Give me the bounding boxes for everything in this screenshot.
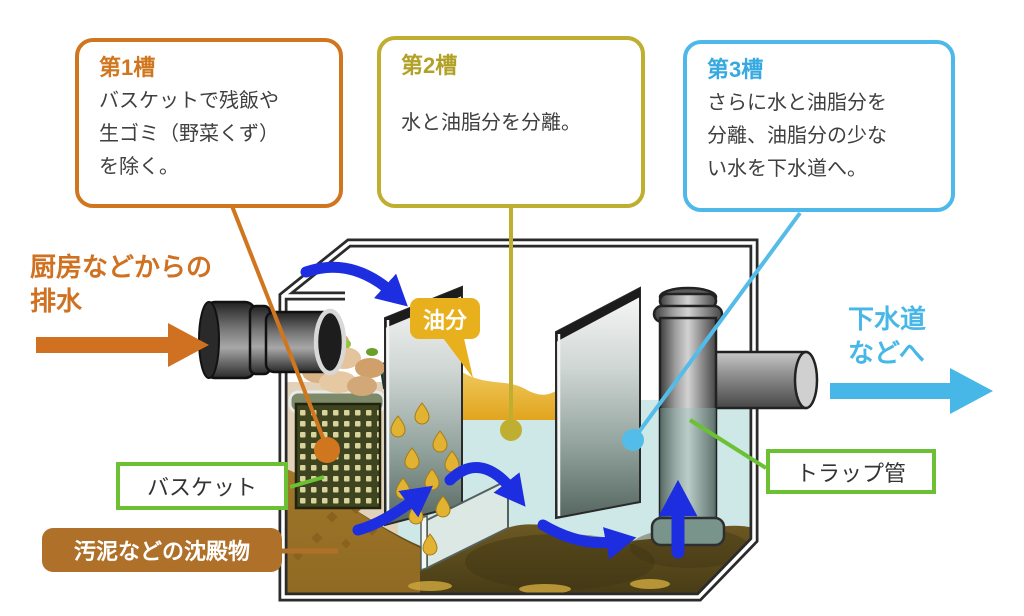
callout-chamber2-title: 第2槽 — [401, 53, 458, 78]
callout-chamber3-body: さらに水と油脂分を 分離、油脂分の少な い水を下水道へ。 — [707, 91, 887, 180]
callout-chamber2-body: 水と油脂分を分離。 — [401, 111, 581, 134]
outlet-arrow-icon — [830, 368, 993, 414]
inlet-pipe — [198, 300, 347, 380]
outlet-label: 下水道 などへ — [848, 304, 927, 368]
flow-arrow-inlet — [300, 261, 408, 307]
outlet-pipe-end — [793, 350, 819, 410]
basket-label: バスケット — [116, 462, 288, 510]
sludge-glints — [408, 579, 670, 594]
basket-mesh — [294, 402, 382, 510]
basket-connector — [289, 475, 325, 489]
callout-chamber1-body: バスケットで残飯や 生ゴミ（野菜くず） を除く。 — [99, 89, 279, 178]
callout-chamber3: 第3槽 さらに水と油脂分を 分離、油脂分の少な い水を下水道へ。 — [683, 40, 955, 212]
tank-frame — [278, 238, 759, 602]
inlet-arrow-icon — [36, 323, 209, 367]
flow-arrow-over-baffle — [444, 462, 526, 507]
outlet-pipe — [704, 350, 808, 410]
callout-chamber1-title: 第1槽 — [99, 55, 156, 80]
callout-chamber3-title: 第3槽 — [707, 57, 764, 82]
oil-badge: 油分 — [410, 298, 480, 339]
chamber2-pointer-dot — [500, 419, 522, 441]
sludge-dark-patch — [465, 534, 655, 590]
chamber3-pointer-dot — [622, 429, 644, 451]
baffle-2 — [555, 286, 641, 520]
callout-connectors — [230, 205, 802, 554]
callout-chamber1: 第1槽 バスケットで残飯や 生ゴミ（野菜くず） を除く。 — [75, 38, 343, 208]
callout-chamber2: 第2槽 水と油脂分を分離。 — [377, 36, 645, 208]
trap-connector — [688, 418, 768, 470]
trap-pipe-label: トラップ管 — [766, 449, 936, 494]
sludge-badge: 汚泥などの沈殿物 — [42, 528, 282, 572]
oil-badge-tail — [440, 334, 473, 378]
trap-pipe-flange — [650, 516, 726, 547]
flow-arrow-chamber1 — [352, 485, 433, 536]
flow-arrows — [300, 261, 698, 560]
inlet-label: 厨房などからの 排水 — [30, 252, 213, 316]
flow-arrow-bottom — [537, 519, 637, 560]
chamber1-pointer-dot — [314, 437, 340, 463]
